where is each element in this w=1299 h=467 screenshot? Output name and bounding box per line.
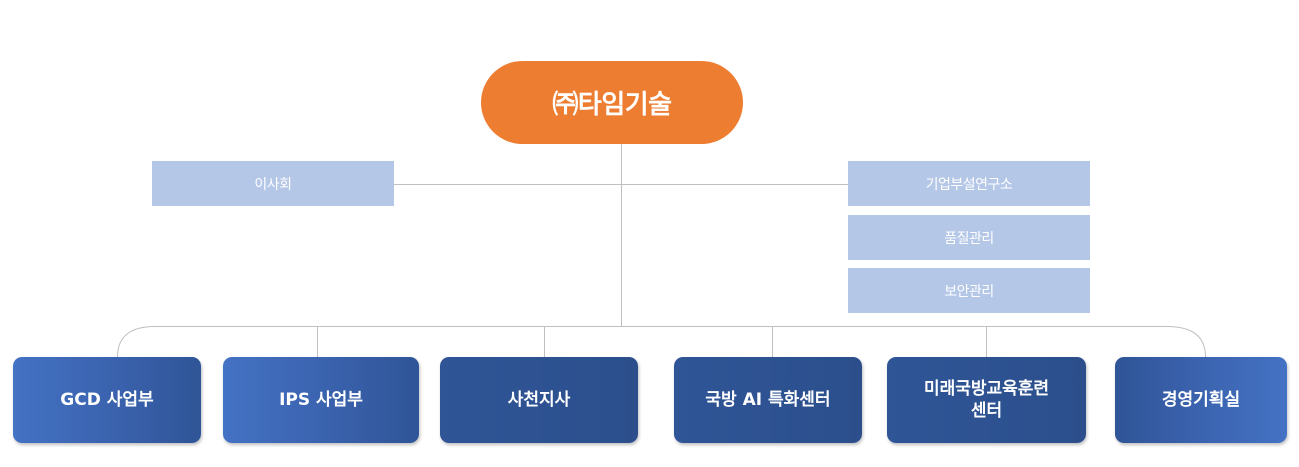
department-label: IPS 사업부 [279,390,363,410]
company-root-node: ㈜타임기술 [481,61,743,144]
department-label: GCD 사업부 [60,390,154,410]
department-label: 사천지사 [507,390,571,410]
department-label: 미래국방교육훈련 센터 [923,379,1050,421]
research-institute-node: 기업부설연구소 [848,161,1090,206]
department-gcd: GCD 사업부 [13,357,201,443]
research-institute-label: 기업부설연구소 [925,176,1013,193]
department-ips: IPS 사업부 [223,357,419,443]
department-defense-ai-center: 국방 AI 특화센터 [674,357,862,443]
quality-management-label: 품질관리 [944,230,994,247]
security-management-label: 보안관리 [944,283,994,300]
board-label: 이사회 [254,176,292,193]
department-sacheon-branch: 사천지사 [440,357,638,443]
company-name: ㈜타임기술 [552,90,672,120]
department-defense-training-center: 미래국방교육훈련 센터 [887,357,1086,443]
security-management-node: 보안관리 [848,268,1090,313]
department-bus-line [117,326,1206,358]
department-label: 국방 AI 특화센터 [705,390,831,410]
department-management-planning: 경영기획실 [1115,357,1287,443]
department-label: 경영기획실 [1161,390,1241,410]
quality-management-node: 품질관리 [848,215,1090,260]
board-node: 이사회 [152,161,394,206]
